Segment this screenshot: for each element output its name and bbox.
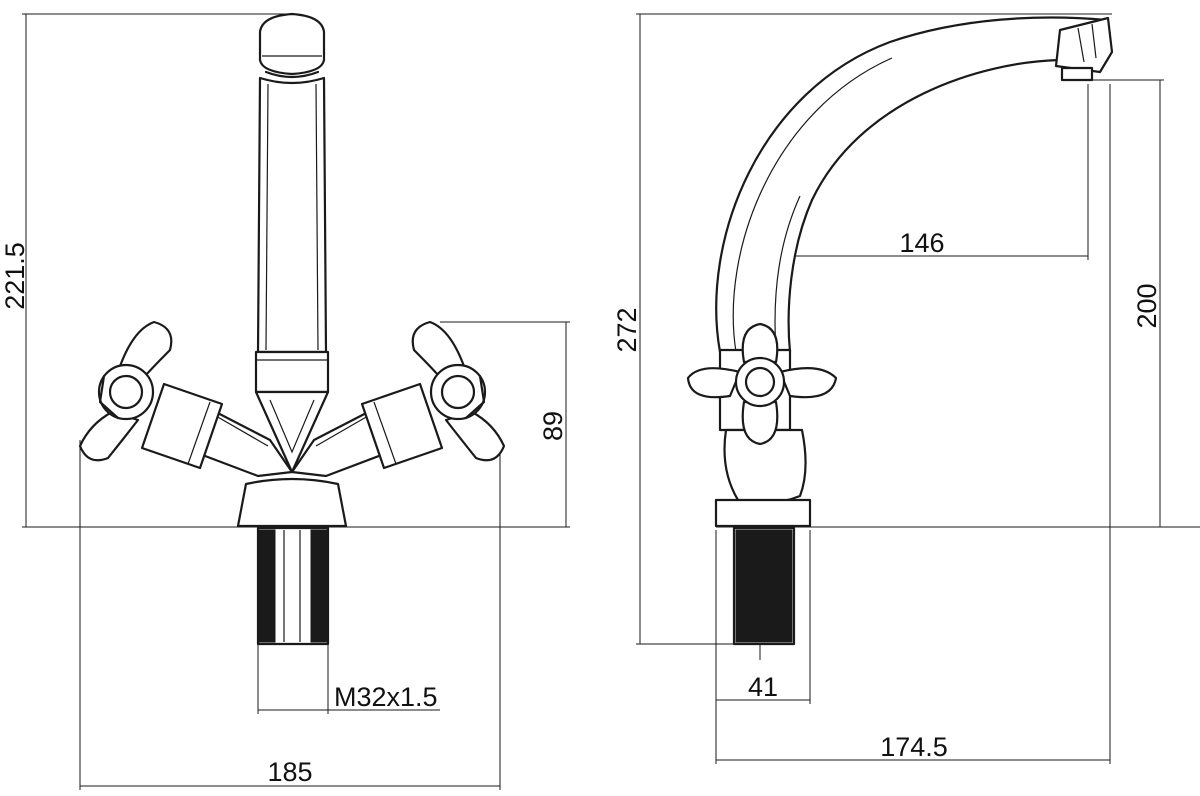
- dim-side-height: 272: [612, 307, 642, 352]
- side-spout-tip: [1054, 16, 1114, 74]
- dim-handle-height: 89: [538, 411, 568, 441]
- dim-thread: M32x1.5: [334, 682, 438, 712]
- side-curved-spout: [715, 16, 1108, 354]
- dim-spout-height: 200: [1132, 283, 1162, 328]
- side-threaded-shank: [732, 526, 796, 646]
- front-view: 221.5 89 M32x1.5 185: [0, 12, 570, 790]
- front-base-flange: [236, 477, 348, 528]
- dim-reach: 146: [899, 228, 944, 258]
- dim-side-depth: 174.5: [880, 732, 948, 762]
- dim-front-width: 185: [267, 757, 312, 787]
- front-body-collar: [254, 350, 330, 394]
- front-threaded-shank: [256, 526, 330, 646]
- front-spout-tube: [256, 76, 328, 354]
- front-left-cross-handle: [78, 320, 173, 462]
- front-aerator-cap: [258, 12, 326, 76]
- front-right-cross-handle: [411, 320, 506, 462]
- side-cross-handle: [686, 322, 838, 446]
- front-right-valve: [360, 382, 444, 470]
- dim-base-diameter: 41: [748, 672, 778, 702]
- front-left-valve: [140, 382, 224, 470]
- dim-front-height: 221.5: [0, 242, 30, 310]
- side-view: 272 146 200 41 174.5: [612, 13, 1200, 764]
